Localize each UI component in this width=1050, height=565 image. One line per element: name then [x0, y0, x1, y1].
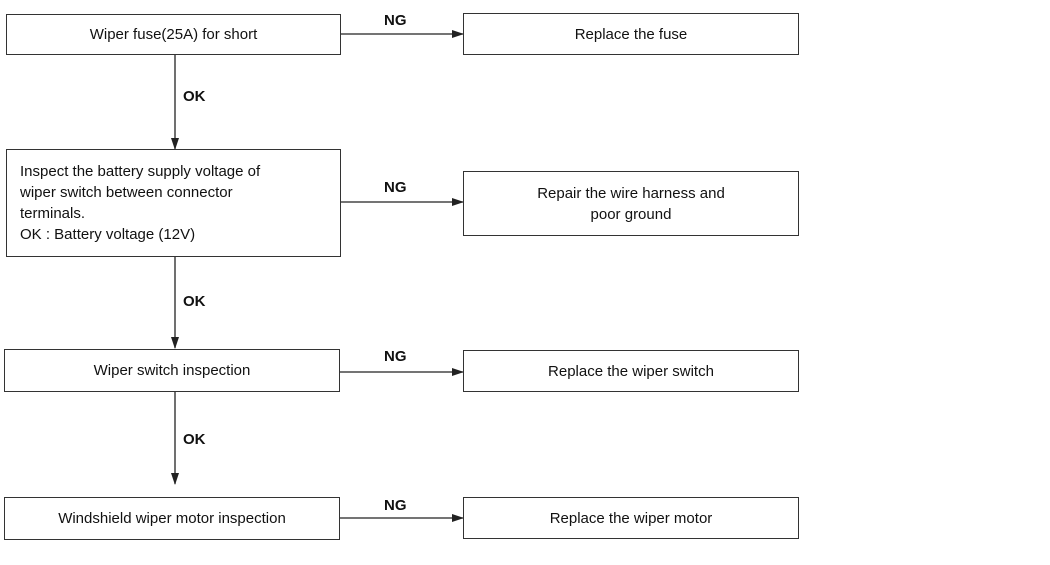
- check-box-fuse: Wiper fuse(25A) for short: [6, 14, 341, 55]
- action-text: Repair the wire harness and poor ground: [537, 184, 725, 223]
- action-box-replace-fuse: Replace the fuse: [463, 13, 799, 55]
- check-text: Wiper fuse(25A) for short: [89, 26, 258, 43]
- ok-label: OK: [183, 431, 206, 448]
- check-box-wiper-motor: Windshield wiper motor inspection: [4, 497, 340, 540]
- ng-label: NG: [384, 497, 407, 514]
- check-text: Inspect the battery supply voltage of wi…: [20, 163, 261, 243]
- ng-label: NG: [384, 179, 407, 196]
- action-text: Replace the wiper motor: [549, 509, 713, 527]
- check-text: Windshield wiper motor inspection: [58, 510, 286, 527]
- action-text: Replace the fuse: [574, 25, 688, 43]
- ng-label: NG: [384, 348, 407, 365]
- check-box-wiper-switch: Wiper switch inspection: [4, 349, 340, 392]
- action-box-replace-motor: Replace the wiper motor: [463, 497, 799, 539]
- ok-label: OK: [183, 88, 206, 105]
- ng-label: NG: [384, 12, 407, 29]
- action-box-repair-harness: Repair the wire harness and poor ground: [463, 171, 799, 236]
- action-box-replace-switch: Replace the wiper switch: [463, 350, 799, 392]
- action-text: Replace the wiper switch: [548, 362, 714, 380]
- ok-label: OK: [183, 293, 206, 310]
- check-box-battery-voltage: Inspect the battery supply voltage of wi…: [6, 149, 341, 257]
- check-text: Wiper switch inspection: [93, 362, 251, 379]
